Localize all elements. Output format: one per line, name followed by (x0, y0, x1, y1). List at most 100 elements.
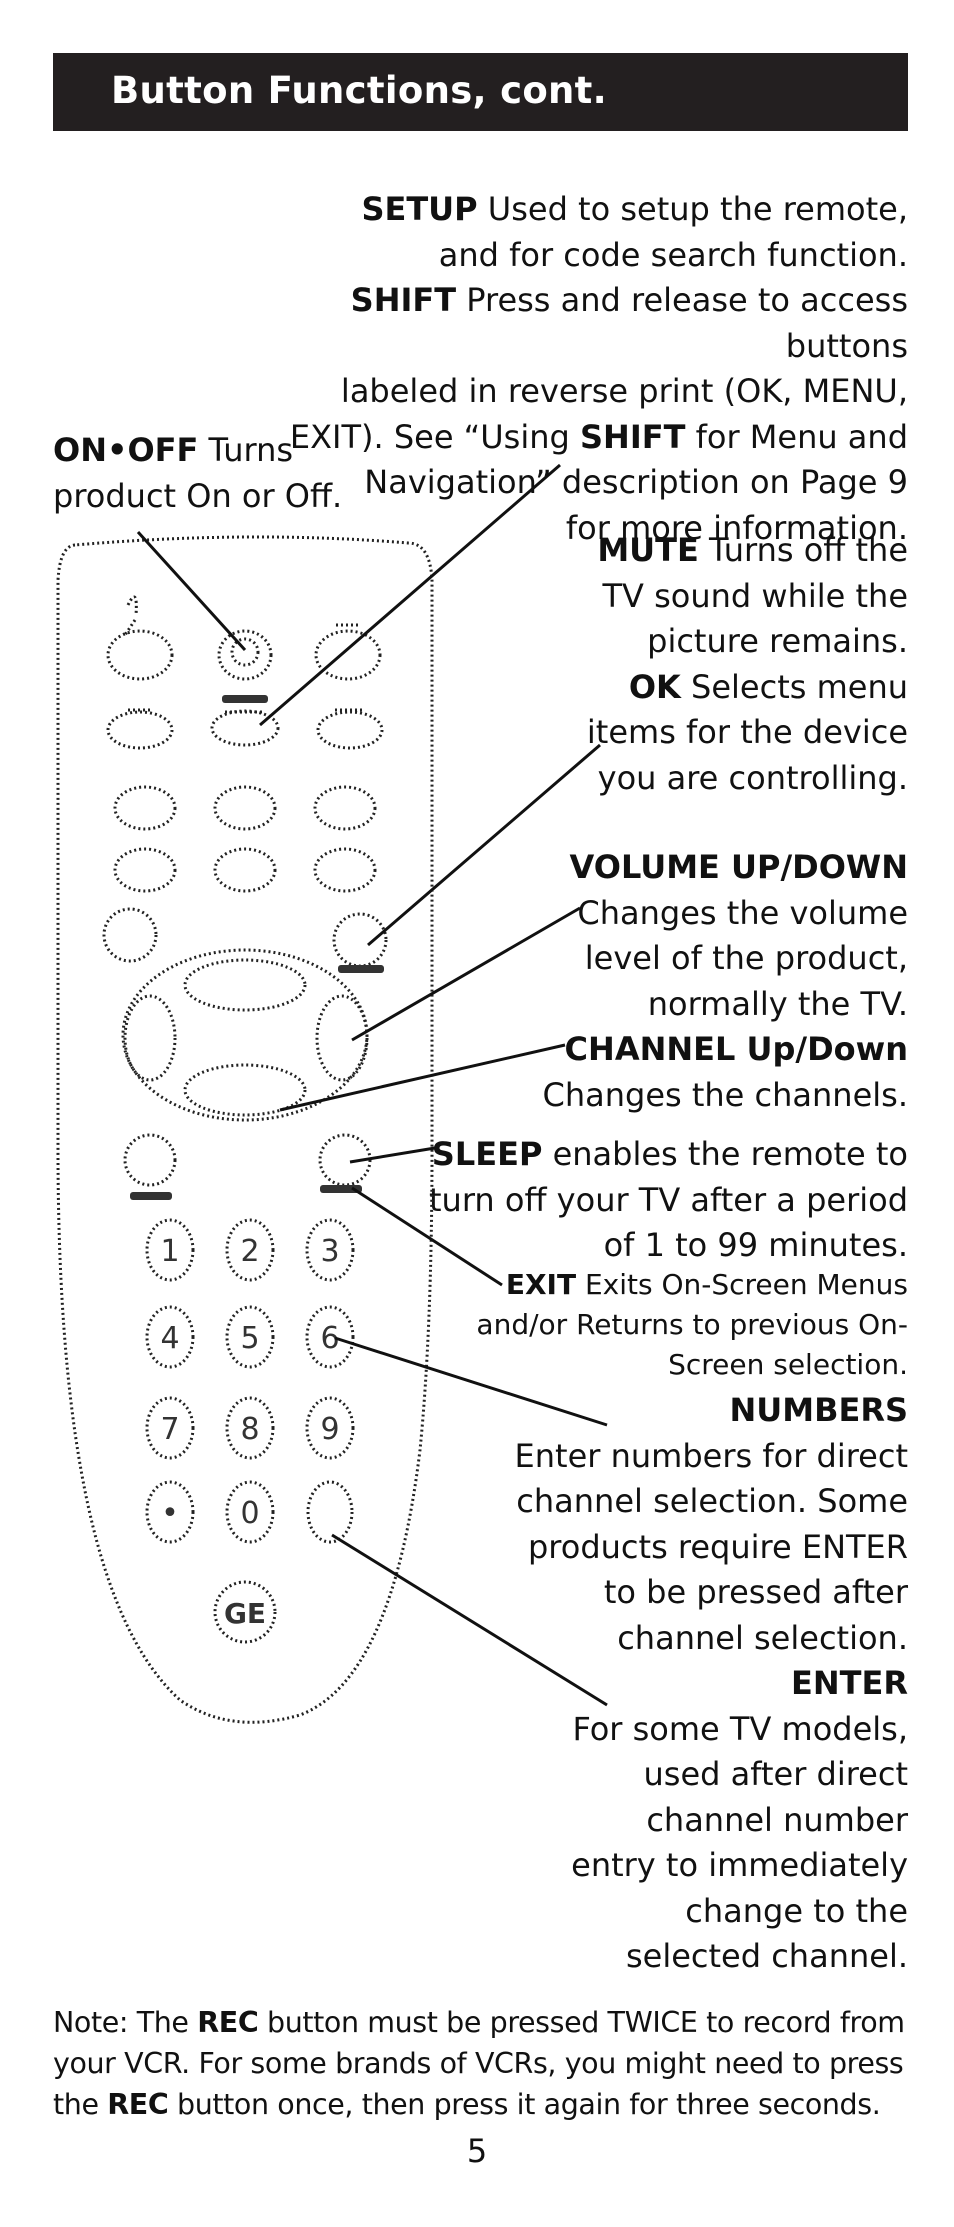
key-label-5: 5 (240, 1321, 259, 1356)
shift-label: SHIFT (350, 281, 457, 319)
shift-text-3c: for Menu and (685, 417, 908, 456)
leader-enter (331, 1533, 608, 1707)
page-number: 5 (466, 2132, 488, 2170)
shift-text-5: for more information. (565, 508, 908, 547)
note-text-5: button once, then press it again for thr… (168, 2088, 881, 2121)
key-6 (305, 1305, 355, 1369)
rec-button (313, 847, 377, 893)
numbers-text-3: products require ENTER (527, 1527, 908, 1566)
channel-text-1: Changes the channels. (542, 1075, 908, 1114)
leader-ok (367, 743, 601, 947)
numbers-text-5: channel selection. (617, 1618, 908, 1657)
navigation-pad (121, 948, 369, 1122)
key-label-8: 8 (240, 1412, 259, 1447)
key-9 (305, 1396, 355, 1460)
tv-button (106, 629, 174, 681)
sleep-text-3: of 1 to 99 minutes. (603, 1226, 908, 1264)
ok-text-2: items for the device (586, 713, 908, 751)
power-button (217, 629, 273, 681)
volume-up-button (315, 994, 369, 1082)
enter-text-3: channel number (646, 1800, 908, 1839)
sleep-description: SLEEP enables the remote to turn off you… (408, 1132, 908, 1269)
leader-onoff (136, 530, 247, 652)
numbers-description: NUMBERS Enter numbers for direct channel… (488, 1388, 908, 1980)
ok-label: OK (628, 667, 681, 706)
shift-text-2: labeled in reverse print (OK, MENU, (340, 372, 908, 410)
mute-ok-description: MUTE Turns off the TV sound while the pi… (508, 528, 908, 801)
note-text-2: button must be pressed TWICE to record f… (258, 2006, 905, 2039)
leader-volume (351, 906, 581, 1042)
key-3 (305, 1218, 355, 1282)
leader-channel (279, 1043, 566, 1112)
sleep-label: SLEEP (431, 1135, 543, 1173)
exit-text-1: Exits On-Screen Menus (576, 1268, 908, 1301)
volume-down-button (123, 994, 177, 1082)
mute-text-2: TV sound while the (602, 576, 908, 615)
menu-button (102, 907, 158, 963)
key-7 (145, 1396, 195, 1460)
exit-description: EXIT Exits On-Screen Menus and/or Return… (408, 1265, 908, 1385)
rewind-button (113, 785, 177, 831)
exit-label: EXIT (505, 1268, 577, 1301)
mute-text-3: picture remains. (647, 622, 908, 660)
key-2 (225, 1218, 275, 1282)
channel-down-button (183, 1063, 307, 1117)
ok-text-3: you are controlling. (597, 758, 908, 797)
key-label-2: 2 (240, 1234, 259, 1269)
pause-button (213, 847, 277, 893)
setup-description: SETUP Used to setup the remote, and for … (268, 187, 908, 551)
enter-text-2: used after direct (643, 1755, 908, 1793)
play-button (213, 785, 277, 831)
note-text-4: the (53, 2088, 108, 2121)
logo-label: GE (224, 1597, 266, 1630)
key-label-6: 6 (320, 1321, 339, 1356)
shift-text-3b: SHIFT (580, 417, 686, 456)
enter-text-4: entry to immediately (571, 1846, 908, 1884)
leader-sleep (349, 1146, 436, 1164)
shift-text-4: Navigation” description on Page 9 (364, 463, 908, 501)
key-5 (225, 1305, 275, 1369)
key-dot (145, 1480, 195, 1544)
stop-button (113, 847, 177, 893)
shift-text-1: Press and release to access buttons (456, 281, 908, 365)
shift-text-3a: EXIT). See “Using (289, 417, 580, 456)
channel-up-button (183, 958, 307, 1012)
section-title: Button Functions, cont. (111, 69, 608, 112)
exit-text-2: and/or Returns to previous On- (476, 1308, 908, 1341)
volume-label: VOLUME UP/DOWN (569, 848, 908, 886)
key-1 (145, 1218, 195, 1282)
leader-shift (259, 463, 561, 727)
channel-label: CHANNEL Up/Down (564, 1030, 908, 1068)
ok-text-1: Selects menu (680, 667, 908, 706)
note-text-3: your VCR. For some brands of VCRs, you m… (53, 2047, 904, 2080)
enter-text-1: For some TV models, (572, 1709, 908, 1748)
sleep-text-1: enables the remote to (542, 1135, 908, 1173)
onoff-text-2: product On or Off. (53, 476, 343, 515)
note-rec-2: REC (107, 2088, 169, 2121)
volume-text-2: level of the product, (584, 939, 908, 977)
key-enter (306, 1480, 354, 1544)
exit-text-3: Screen selection. (668, 1348, 908, 1381)
setup-text-2: and for code search function. (438, 235, 908, 274)
key-label-dot: • (161, 1496, 179, 1531)
key-8 (225, 1396, 275, 1460)
key-label-9: 9 (320, 1412, 339, 1447)
note-rec-1: REC (197, 2006, 259, 2039)
numbers-text-4: to be pressed after (603, 1573, 908, 1611)
onoff-description: ON•OFF Turns product On or Off. (53, 428, 373, 519)
note-text-1: Note: The (53, 2006, 198, 2039)
sleep-text-2: turn off your TV after a period (429, 1180, 908, 1219)
onoff-text-1: Turns (198, 431, 294, 469)
enter-text-6: selected channel. (625, 1937, 908, 1975)
key-0 (225, 1480, 275, 1544)
key-label-4: 4 (160, 1321, 179, 1356)
key-label-3: 3 (320, 1234, 339, 1269)
mute-text-1: Turns off the (698, 531, 908, 569)
volume-description: VOLUME UP/DOWN Changes the volume level … (508, 845, 908, 1118)
leader-exit (351, 1186, 503, 1287)
onoff-label: ON•OFF (53, 431, 199, 469)
rec-note: Note: The REC button must be pressed TWI… (53, 2002, 913, 2125)
ffwd-button (313, 785, 377, 831)
ge-logo (213, 1580, 277, 1644)
